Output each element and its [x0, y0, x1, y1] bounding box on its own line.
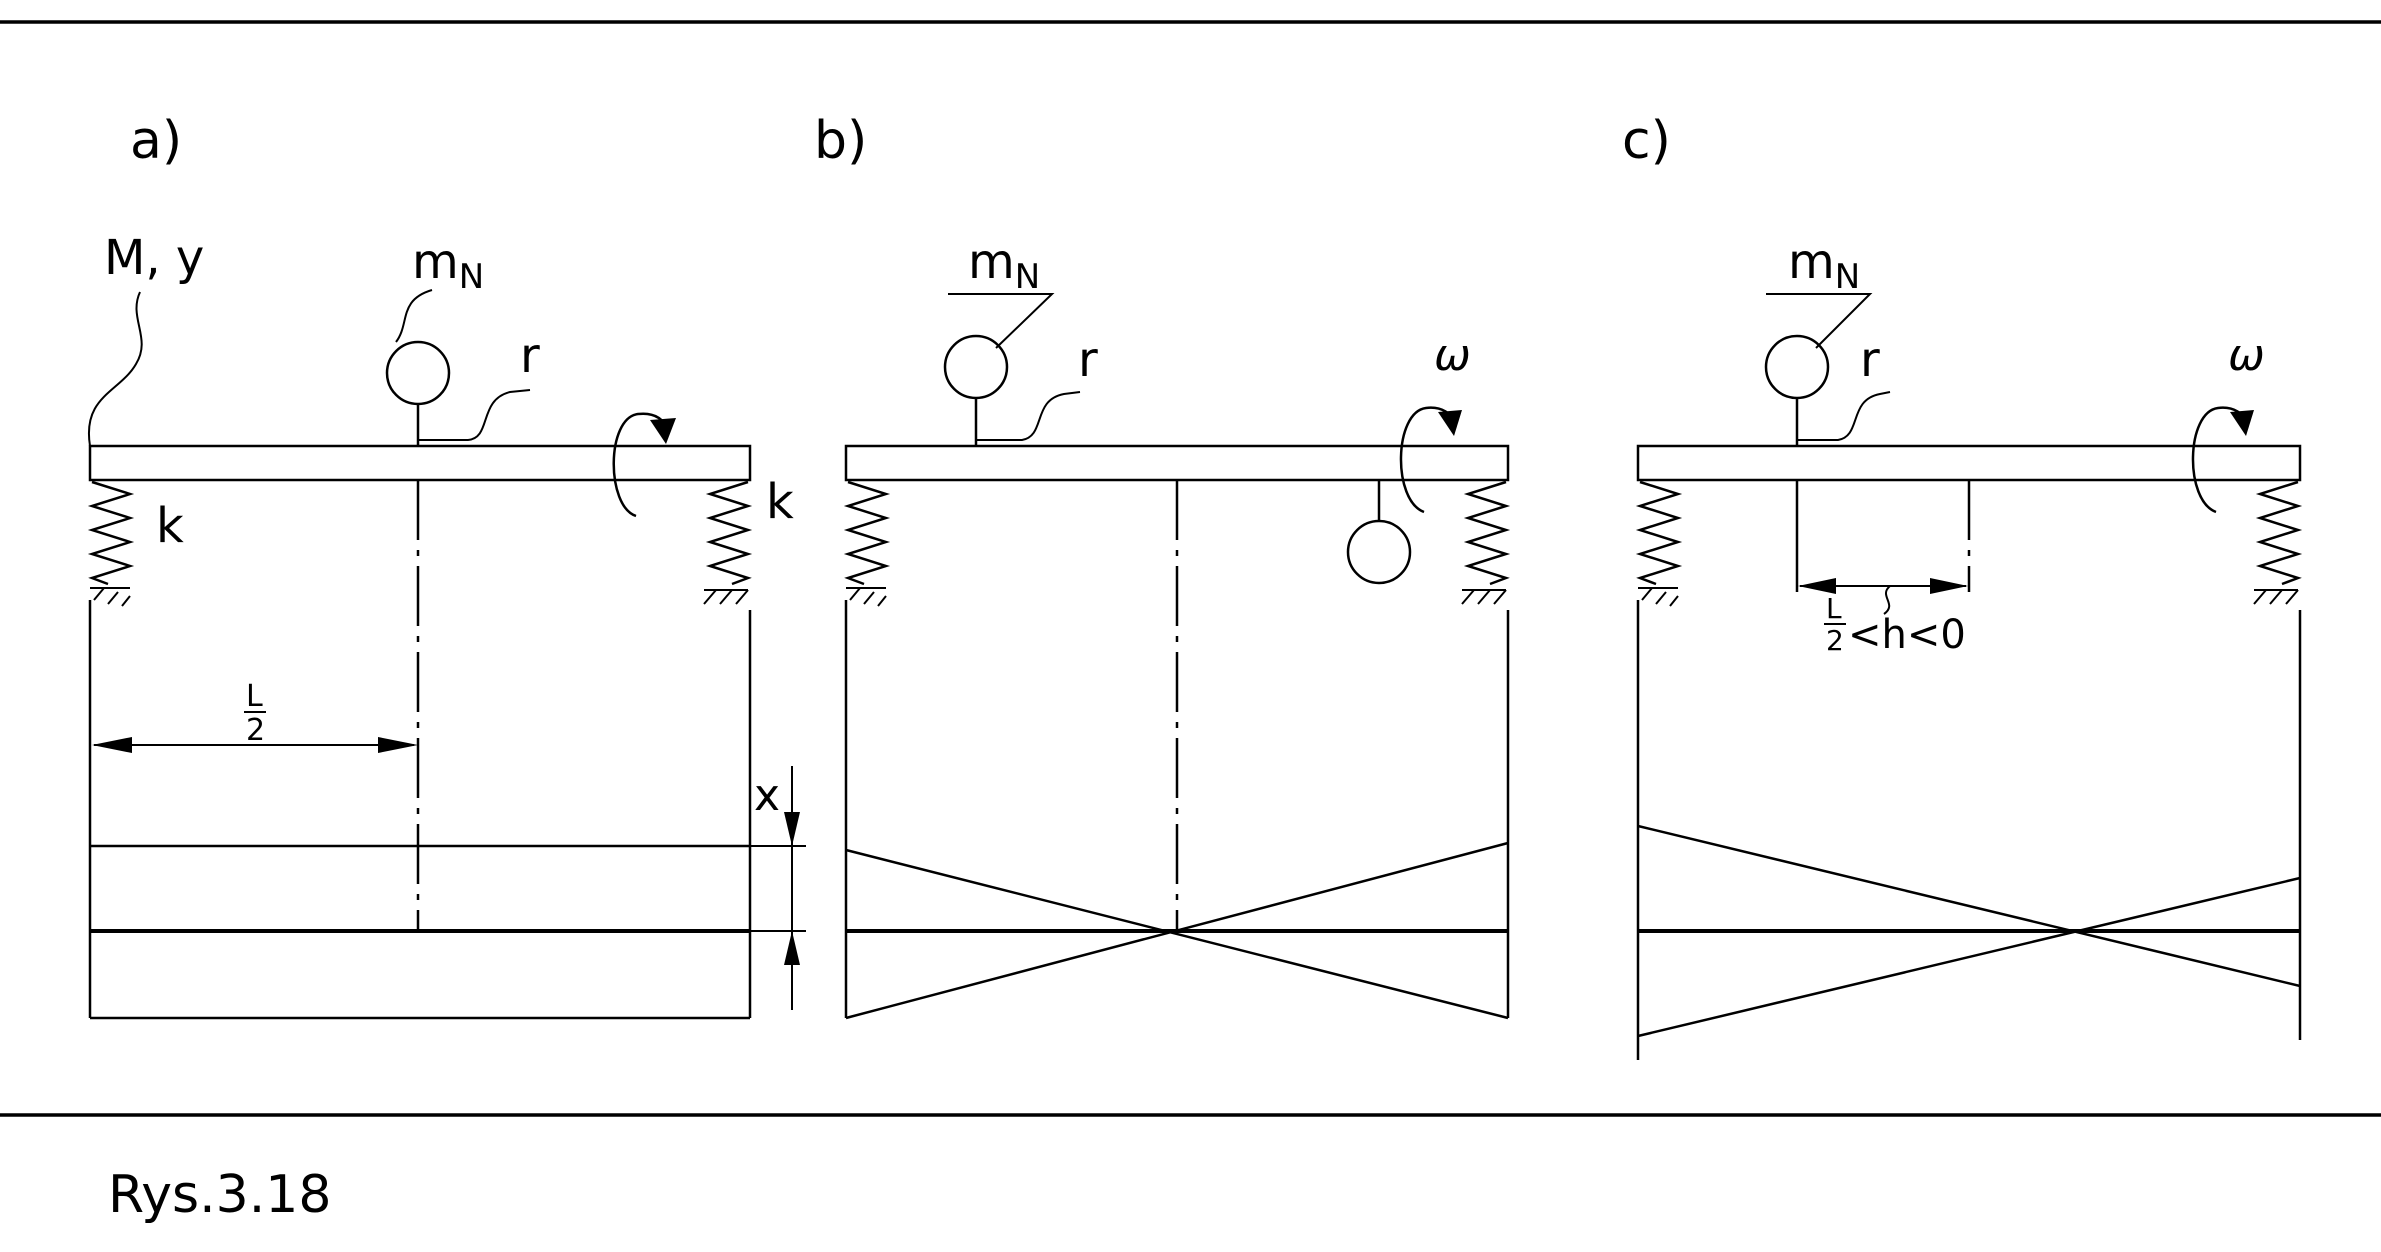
- panel-a-half-length-den: 2: [246, 713, 265, 748]
- panel-a-right-spring-label: k: [766, 474, 794, 530]
- panel-c-h-range-rest: <h<0: [1848, 612, 1966, 658]
- panel-a-left-spring-label: k: [156, 498, 184, 554]
- panel-b: b) mN r ω: [814, 111, 1511, 1020]
- panel-a-left-ground: [90, 587, 131, 607]
- panel-b-right-ground: [1461, 589, 1507, 605]
- panel-a-half-length-arrow-right: [378, 737, 418, 753]
- panel-c-mass-label: mN: [1788, 234, 1860, 297]
- panel-a-offset-arrow-top: [784, 812, 800, 846]
- panel-b-mass-label: mN: [968, 234, 1040, 297]
- panel-a-rotation-arrowhead: [650, 418, 676, 444]
- panel-a-mass-label: mN: [412, 234, 484, 297]
- panel-c: c) mN r ω L 2 <h<0: [1622, 111, 2303, 1060]
- panel-a-radius-leader: [418, 389, 531, 441]
- panel-a-half-length-arrow-left: [92, 737, 132, 753]
- panel-a-beam: [88, 444, 752, 482]
- panel-c-label: c): [1622, 111, 1671, 171]
- panel-a-beam-leader: [87, 291, 143, 447]
- panel-a-mass-label-main: m: [412, 234, 459, 290]
- panel-c-left-ground: [1638, 587, 1679, 607]
- panel-a-offset-arrow-bottom: [784, 931, 800, 965]
- panel-c-right-spring: [2255, 480, 2303, 586]
- panel-b-lower-mass: [1346, 519, 1412, 585]
- panel-b-mass-label-sub: N: [1015, 257, 1040, 297]
- panel-a-right-spring: [705, 480, 753, 586]
- panel-a-half-length-num: L: [246, 679, 263, 714]
- panel-c-mass-leader: [1766, 293, 1873, 349]
- figure-caption: Rys.3.18: [108, 1165, 331, 1225]
- panel-b-left-spring: [843, 480, 891, 586]
- panel-b-radius-leader: [976, 391, 1081, 441]
- panel-b-radius-label: r: [1078, 332, 1098, 388]
- panel-c-right-ground: [2253, 589, 2299, 605]
- panel-b-right-spring: [1463, 480, 1511, 586]
- panel-c-rotation-arrowhead: [2230, 410, 2254, 436]
- panel-b-rotation-arrowhead: [1438, 410, 1462, 436]
- panel-a-radius-label: r: [520, 328, 540, 384]
- panel-c-radius-label: r: [1860, 332, 1880, 388]
- panel-c-beam: [1636, 444, 2302, 482]
- panel-a-beam-label: M, y: [104, 230, 204, 286]
- panel-b-label: b): [814, 111, 867, 171]
- panel-a-mass-label-sub: N: [459, 257, 484, 297]
- panel-a: a) M, y mN r k k: [87, 111, 806, 1020]
- panel-a-mass-leader: [395, 289, 433, 343]
- panel-a-right-ground: [703, 589, 749, 605]
- panel-b-left-ground: [846, 587, 887, 607]
- panel-c-h-arrow-left: [1798, 578, 1836, 594]
- panel-b-mass-leader: [948, 293, 1055, 349]
- panel-c-h-range-den: 2: [1826, 624, 1844, 657]
- panel-c-h-range-num: L: [1826, 592, 1842, 625]
- panel-c-left-spring: [1635, 480, 1683, 586]
- panel-b-beam: [844, 444, 1510, 482]
- panel-c-mode-line-2: [1637, 876, 2301, 1038]
- panel-b-mass-label-main: m: [968, 234, 1015, 290]
- panel-c-h-leader: [1883, 585, 1891, 615]
- panel-c-omega-label: ω: [2228, 330, 2265, 381]
- panel-c-radius-leader: [1797, 391, 1891, 441]
- panel-a-left-spring: [87, 480, 135, 586]
- panel-c-mass-label-main: m: [1788, 234, 1835, 290]
- panel-c-h-arrow-right: [1930, 578, 1968, 594]
- panel-a-mass: [385, 340, 451, 406]
- panel-c-mode-line-1: [1637, 824, 2301, 988]
- panel-a-offset-label: x: [754, 770, 780, 821]
- panel-c-mass-label-sub: N: [1835, 257, 1860, 297]
- panel-b-mode-line-1: [845, 848, 1509, 1020]
- panel-a-label: a): [130, 111, 182, 171]
- panel-b-omega-label: ω: [1434, 330, 1471, 381]
